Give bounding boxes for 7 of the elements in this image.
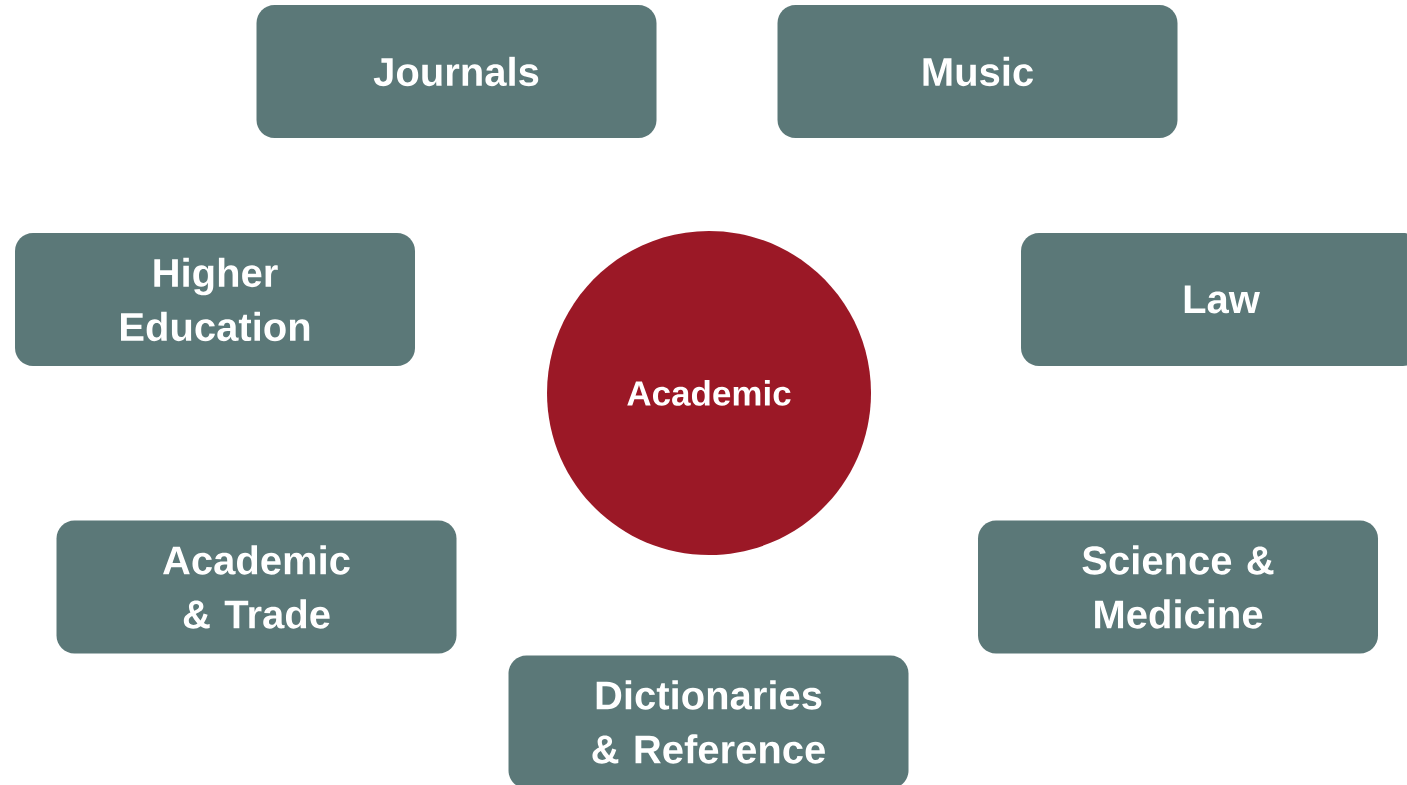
category-box: Science & Medicine (978, 520, 1378, 654)
category-box: Journals (256, 5, 657, 138)
category-box: Higher Education (15, 233, 415, 366)
category-box: Law (1021, 233, 1407, 366)
category-box: Music (777, 5, 1178, 138)
category-box: Academic & Trade (56, 520, 457, 654)
category-box: Dictionaries & Reference (508, 655, 909, 785)
